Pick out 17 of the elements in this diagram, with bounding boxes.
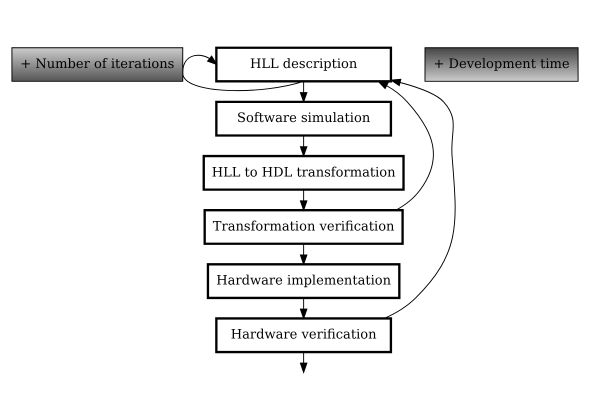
arrow xyxy=(300,188,308,212)
arrow xyxy=(182,54,304,91)
node-box: Software simulation xyxy=(215,100,392,136)
node-box: Hardware verification xyxy=(215,316,392,353)
arrow xyxy=(377,80,434,210)
arrow xyxy=(300,351,308,374)
arrow xyxy=(384,78,456,318)
node-box: Hardware implementation xyxy=(206,262,400,299)
arrow xyxy=(300,134,308,157)
node-box: + Development time xyxy=(424,46,579,82)
node-box: + Number of iterations xyxy=(11,46,184,82)
arrow xyxy=(300,242,308,266)
node-box: Transformation verification xyxy=(204,208,404,244)
arrow xyxy=(300,80,308,103)
node-box: HLL to HDL transformation xyxy=(202,154,405,190)
arrow xyxy=(300,297,308,320)
node-box: HLL description xyxy=(215,46,392,82)
